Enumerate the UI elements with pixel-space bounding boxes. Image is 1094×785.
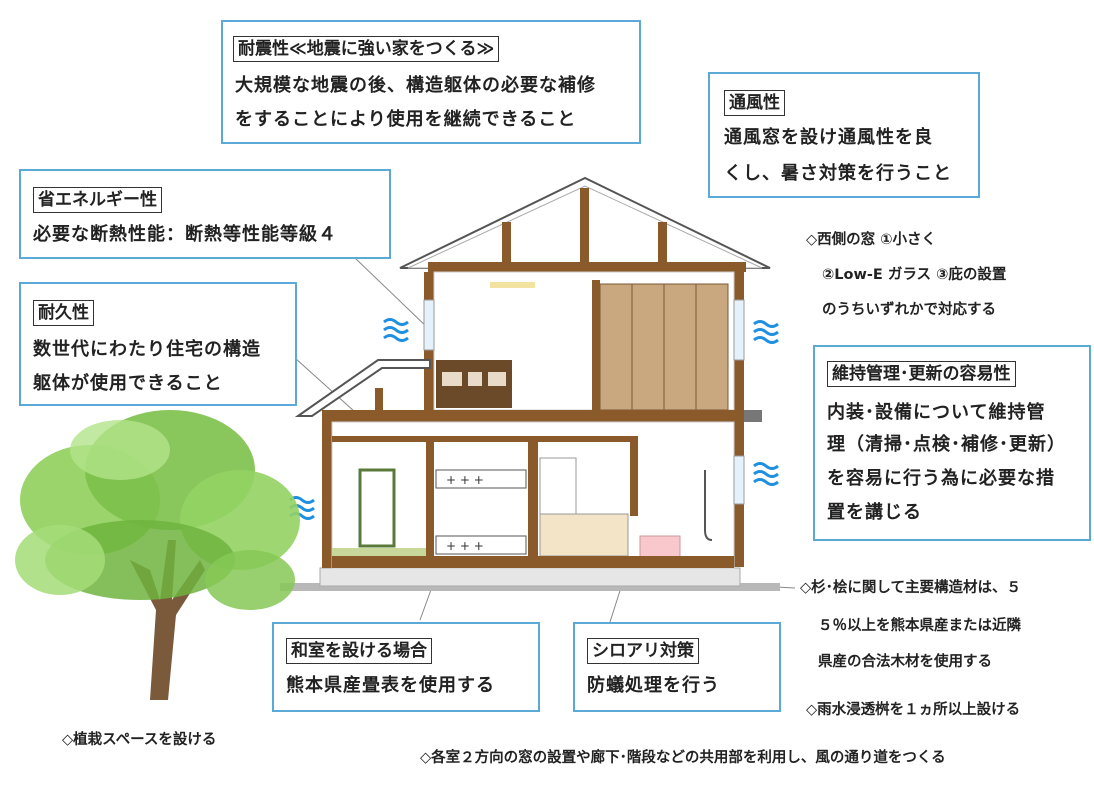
lower-roof <box>294 359 431 417</box>
ventilation-line-1: 通風窓を設け通風性を良 <box>724 127 933 148</box>
energy-line-1: 必要な断熱性能：断熱等性能等級４ <box>33 224 337 245</box>
termite-box: シロアリ対策 防蟻処理を行う <box>573 622 781 712</box>
eave <box>744 410 762 422</box>
timber-note-3: 県産の合法木材を使用する <box>818 654 992 670</box>
seismic-box: 耐震性≪地震に強い家をつくる≫ 大規模な地震の後、構造躯体の必要な補修 をするこ… <box>221 20 641 144</box>
washitsu-box: 和室を設ける場合 熊本県産畳表を使用する <box>272 622 540 712</box>
timber-note-1: ◇杉･桧に関して主要構造材は、５ <box>800 580 1021 596</box>
wind-icon <box>383 318 409 342</box>
wind-icon <box>753 462 779 486</box>
west-window-note-2: ②Low-E ガラス ③庇の設置 <box>822 267 1007 283</box>
wind-icon <box>753 320 779 344</box>
japanese-window <box>358 468 396 548</box>
ceiling-light <box>490 282 535 288</box>
maintenance-line-4: 置を講じる <box>827 502 922 523</box>
west-window-note-3: のうちいずれかで対応する <box>822 302 996 318</box>
washitsu-title: 和室を設ける場合 <box>286 638 432 664</box>
ridge-post <box>580 188 589 270</box>
seismic-line-1: 大規模な地震の後、構造躯体の必要な補修 <box>235 75 596 96</box>
roof-beam <box>428 262 746 272</box>
foundation <box>319 567 741 587</box>
durability-title: 耐久性 <box>33 300 94 326</box>
fridge <box>539 457 577 515</box>
bathtub <box>639 535 681 559</box>
shoji-lower <box>435 535 527 555</box>
floor-beam <box>322 410 746 422</box>
maintenance-box: 維持管理･更新の容易性 内装･設備について維持管 理（清掃･点検･補修･更新） … <box>813 345 1091 541</box>
seismic-title: 耐震性≪地震に強い家をつくる≫ <box>233 36 500 62</box>
maintenance-line-1: 内装･設備について維持管 <box>827 402 1046 423</box>
washitsu-line-1: 熊本県産畳表を使用する <box>286 675 495 696</box>
seismic-line-2: をすることにより使用を継続できること <box>235 109 577 130</box>
svg-text:+ + +: + + + <box>446 539 484 553</box>
roof-strut <box>658 222 667 270</box>
maintenance-line-3: を容易に行う為に必要な措 <box>827 468 1055 489</box>
svg-text:+ + +: + + + <box>446 473 484 487</box>
termite-title: シロアリ対策 <box>587 638 699 664</box>
ventilation-title: 通風性 <box>724 90 785 116</box>
timber-note-2: ５％以上を熊本県産または近隣 <box>818 618 1021 634</box>
shower <box>704 470 713 541</box>
kitchen-counter <box>539 513 629 557</box>
tree-icon <box>15 410 300 700</box>
planting-note: ◇植栽スペースを設ける <box>62 732 217 748</box>
west-window-note-1: ◇西側の窓 ①小さく <box>806 232 936 248</box>
maintenance-line-2: 理（清掃･点検･補修･更新） <box>827 434 1066 455</box>
shoji-upper <box>435 469 527 489</box>
ground-line <box>280 583 780 591</box>
rainwater-note: ◇雨水浸透桝を１ヵ所以上設ける <box>806 702 1021 718</box>
ventilation-line-2: くし、暑さ対策を行うこと <box>724 163 952 184</box>
wind-path-note: ◇各室２方向の窓の設置や廊下･階段などの共用部を利用し、風の通り道をつくる <box>420 750 946 766</box>
durability-line-1: 数世代にわたり住宅の構造 <box>33 339 261 360</box>
durability-line-2: 躯体が使用できること <box>33 373 223 394</box>
maintenance-title: 維持管理･更新の容易性 <box>827 361 1016 387</box>
ventilation-box: 通風性 通風窓を設け通風性を良 くし、暑さ対策を行うこと <box>708 72 980 198</box>
energy-box: 省エネルギー性 必要な断熱性能：断熱等性能等級４ <box>19 169 391 259</box>
energy-title: 省エネルギー性 <box>33 187 162 213</box>
roof-strut <box>502 222 511 270</box>
wall-post <box>322 422 332 568</box>
durability-box: 耐久性 数世代にわたり住宅の構造 躯体が使用できること <box>19 282 297 406</box>
termite-line-1: 防蟻処理を行う <box>587 675 720 696</box>
